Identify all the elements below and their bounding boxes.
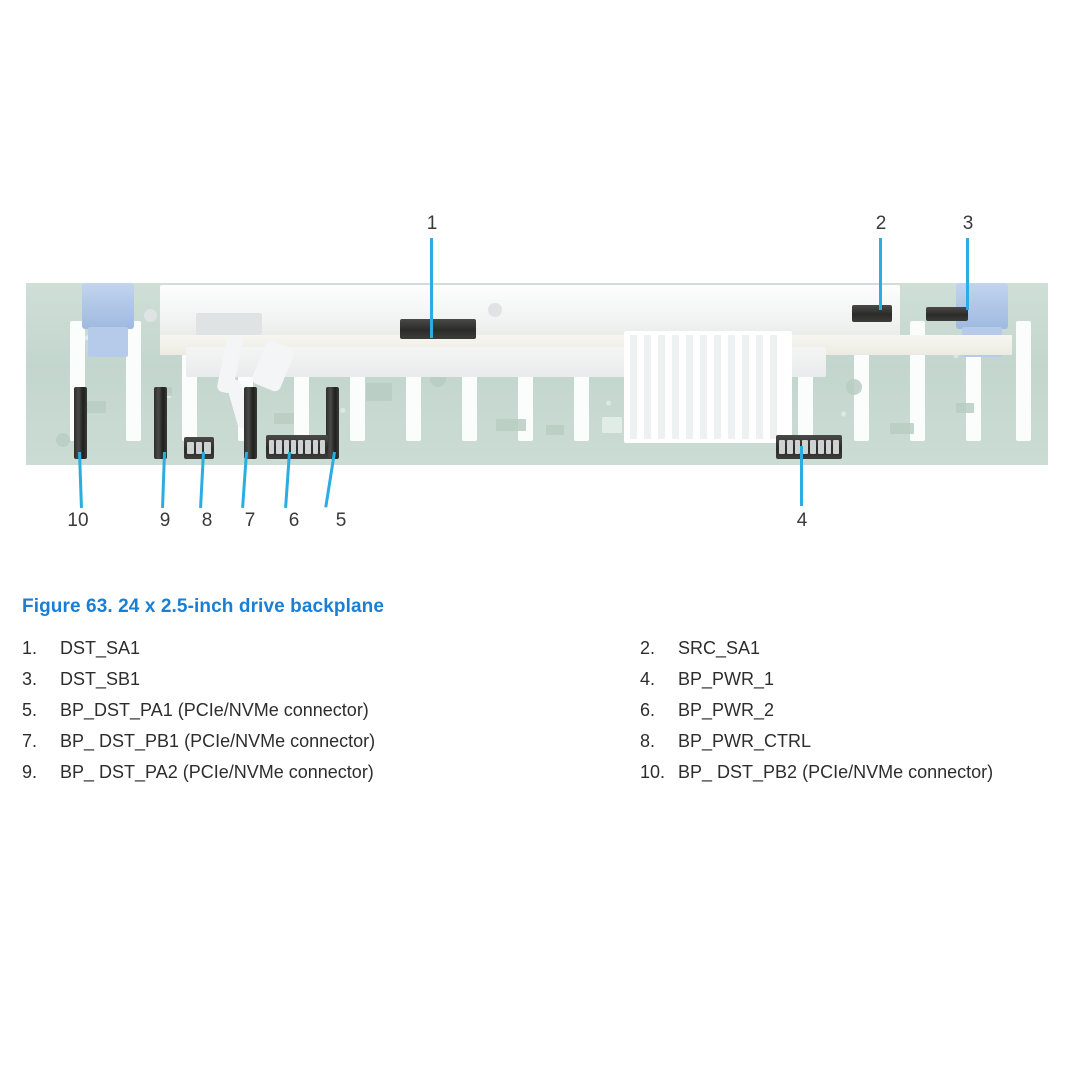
legend-number: 6. xyxy=(640,700,656,720)
bracket-screw-hole xyxy=(488,303,502,317)
drive-bay-latch-right xyxy=(956,283,1008,329)
legend-column-left: 1. DST_SA1 3. DST_SB1 5. BP_DST_PA1 (PCI… xyxy=(22,633,622,788)
connector-bp-pwr-2 xyxy=(266,435,328,459)
callout-number-1: 1 xyxy=(426,213,438,234)
drive-bay-latch-left-tab xyxy=(88,327,128,357)
smd-component xyxy=(956,403,974,413)
callout-number-6: 6 xyxy=(288,510,300,531)
legend-number: 8. xyxy=(640,731,656,751)
callout-number-4: 4 xyxy=(796,510,808,531)
legend-number: 2. xyxy=(640,638,656,658)
legend-item: 4. BP_PWR_1 xyxy=(640,664,1070,695)
legend-label: BP_ DST_PA2 (PCIe/NVMe connector) xyxy=(60,762,374,782)
smd-component xyxy=(56,433,70,447)
connector-bp-pwr-1 xyxy=(776,435,842,459)
legend-number: 7. xyxy=(22,731,38,751)
connector-dst-sa1 xyxy=(400,319,476,339)
callout-number-3: 3 xyxy=(962,213,974,234)
callout-number-2: 2 xyxy=(875,213,887,234)
leader-line-9 xyxy=(161,451,166,509)
legend-item: 2. SRC_SA1 xyxy=(640,633,1070,664)
smd-component xyxy=(546,425,564,435)
legend-number: 9. xyxy=(22,762,38,782)
callout-number-5: 5 xyxy=(335,510,347,531)
legend-label: BP_PWR_2 xyxy=(678,700,775,720)
legend-number: 3. xyxy=(22,669,38,689)
connector-bp-dst-pa2 xyxy=(154,387,167,459)
drive-slot xyxy=(126,321,141,441)
figure-diagram: 1 2 3 4 5 6 7 8 9 10 xyxy=(26,213,1048,531)
legend-item: 3. DST_SB1 xyxy=(22,664,622,695)
legend-number: 1. xyxy=(22,638,38,658)
drive-slot xyxy=(1016,321,1031,441)
drive-backplane-board xyxy=(26,283,1048,465)
smd-component xyxy=(496,419,526,431)
callout-number-10: 10 xyxy=(67,510,89,531)
legend-label: BP_PWR_CTRL xyxy=(678,731,812,751)
legend-label: SRC_SA1 xyxy=(678,638,761,658)
smd-component xyxy=(602,417,622,433)
legend-label: BP_ DST_PB1 (PCIe/NVMe connector) xyxy=(60,731,376,751)
leader-line-2 xyxy=(879,238,882,310)
bracket-cutout xyxy=(196,313,262,335)
legend-item: 5. BP_DST_PA1 (PCIe/NVMe connector) xyxy=(22,695,622,726)
legend-item: 1. DST_SA1 xyxy=(22,633,622,664)
figure-caption: Figure 63. 24 x 2.5-inch drive backplane xyxy=(22,596,384,617)
legend-label: BP_DST_PA1 (PCIe/NVMe connector) xyxy=(60,700,369,720)
smd-component xyxy=(84,401,106,413)
legend-number: 4. xyxy=(640,669,656,689)
legend-column-right: 2. SRC_SA1 4. BP_PWR_1 6. BP_PWR_2 8. BP… xyxy=(640,633,1070,788)
smd-component xyxy=(846,379,862,395)
legend-label: BP_PWR_1 xyxy=(678,669,775,689)
legend-number: 10. xyxy=(640,762,666,782)
connector-bp-dst-pa1 xyxy=(326,387,339,459)
legend-item: 9. BP_ DST_PA2 (PCIe/NVMe connector) xyxy=(22,757,622,788)
leader-line-3 xyxy=(966,238,969,310)
fin-block xyxy=(624,331,792,443)
drive-bay-latch-left xyxy=(82,283,134,329)
leader-line-1 xyxy=(430,238,433,338)
legend-label: DST_SB1 xyxy=(60,669,141,689)
connector-src-sa1 xyxy=(852,305,892,322)
callout-number-8: 8 xyxy=(201,510,213,531)
callout-number-7: 7 xyxy=(244,510,256,531)
leader-line-4 xyxy=(800,446,803,506)
legend-item: 7. BP_ DST_PB1 (PCIe/NVMe connector) xyxy=(22,726,622,757)
connector-bp-pwr-ctrl xyxy=(184,437,214,459)
legend-item: 8. BP_PWR_CTRL xyxy=(640,726,1070,757)
smd-component xyxy=(890,423,914,434)
callout-number-9: 9 xyxy=(159,510,171,531)
legend-item: 6. BP_PWR_2 xyxy=(640,695,1070,726)
legend-label: DST_SA1 xyxy=(60,638,141,658)
smd-component xyxy=(366,383,392,401)
connector-bp-dst-pb2 xyxy=(74,387,87,459)
legend-label: BP_ DST_PB2 (PCIe/NVMe connector) xyxy=(678,762,994,782)
legend-item: 10. BP_ DST_PB2 (PCIe/NVMe connector) xyxy=(640,757,1070,788)
legend-number: 5. xyxy=(22,700,38,720)
connector-dst-sb1 xyxy=(926,307,968,321)
connector-bp-dst-pb1 xyxy=(244,387,257,459)
smd-component xyxy=(274,413,294,424)
bracket-screw-hole xyxy=(144,309,157,322)
